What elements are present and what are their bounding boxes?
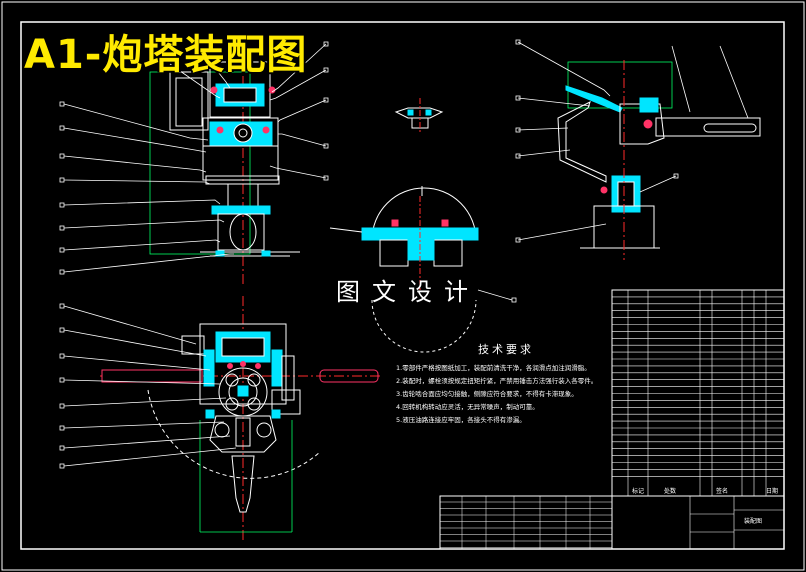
front-view	[149, 40, 300, 285]
parts-list-table	[612, 289, 784, 496]
side-view	[557, 60, 761, 260]
title-block-label-count: 处数	[664, 488, 677, 495]
side-view-leaders	[515, 39, 749, 243]
front-view-leaders	[63, 43, 327, 273]
title-block-school: 装配图	[744, 518, 763, 525]
requirement-item: 1.零部件严格按图纸加工，装配前清洗干净，各润滑点加注润滑脂。	[396, 364, 591, 372]
title-block-label-date: 日期	[766, 488, 779, 495]
title-block-grid	[440, 496, 612, 549]
top-view	[100, 296, 380, 540]
title-block-label-sign: 签名	[716, 488, 729, 495]
small-detail-view	[394, 98, 444, 134]
technical-requirements-list: 1.零部件严格按图纸加工，装配前清洗干净，各润滑点加注润滑脂。 2.装配时，螺栓…	[396, 362, 608, 427]
requirement-item: 4.回转机构转动应灵活，无异常噪声，制动可靠。	[396, 403, 539, 411]
drawing-title: A1-炮塔装配图	[24, 32, 308, 78]
top-view-leaders	[59, 289, 517, 469]
detail-circle-view	[329, 186, 479, 353]
title-block	[439, 289, 785, 550]
requirement-item: 2.装配时，螺栓须按规定扭矩拧紧，严禁用锤击方法强行装入各零件。	[396, 377, 598, 385]
requirement-item: 5.液压油路连接应牢固，各接头不得有渗漏。	[396, 416, 526, 424]
technical-requirements-heading: 技术要求	[478, 343, 534, 356]
requirement-item: 3.齿轮啮合面应均匀接触，侧隙应符合要求，不得有卡滞现象。	[396, 390, 578, 398]
front-view-balloons	[59, 41, 329, 275]
inner-frame	[20, 21, 785, 550]
watermark-text: 图文设计	[336, 278, 480, 306]
title-block-label-mark: 标记	[632, 488, 645, 495]
